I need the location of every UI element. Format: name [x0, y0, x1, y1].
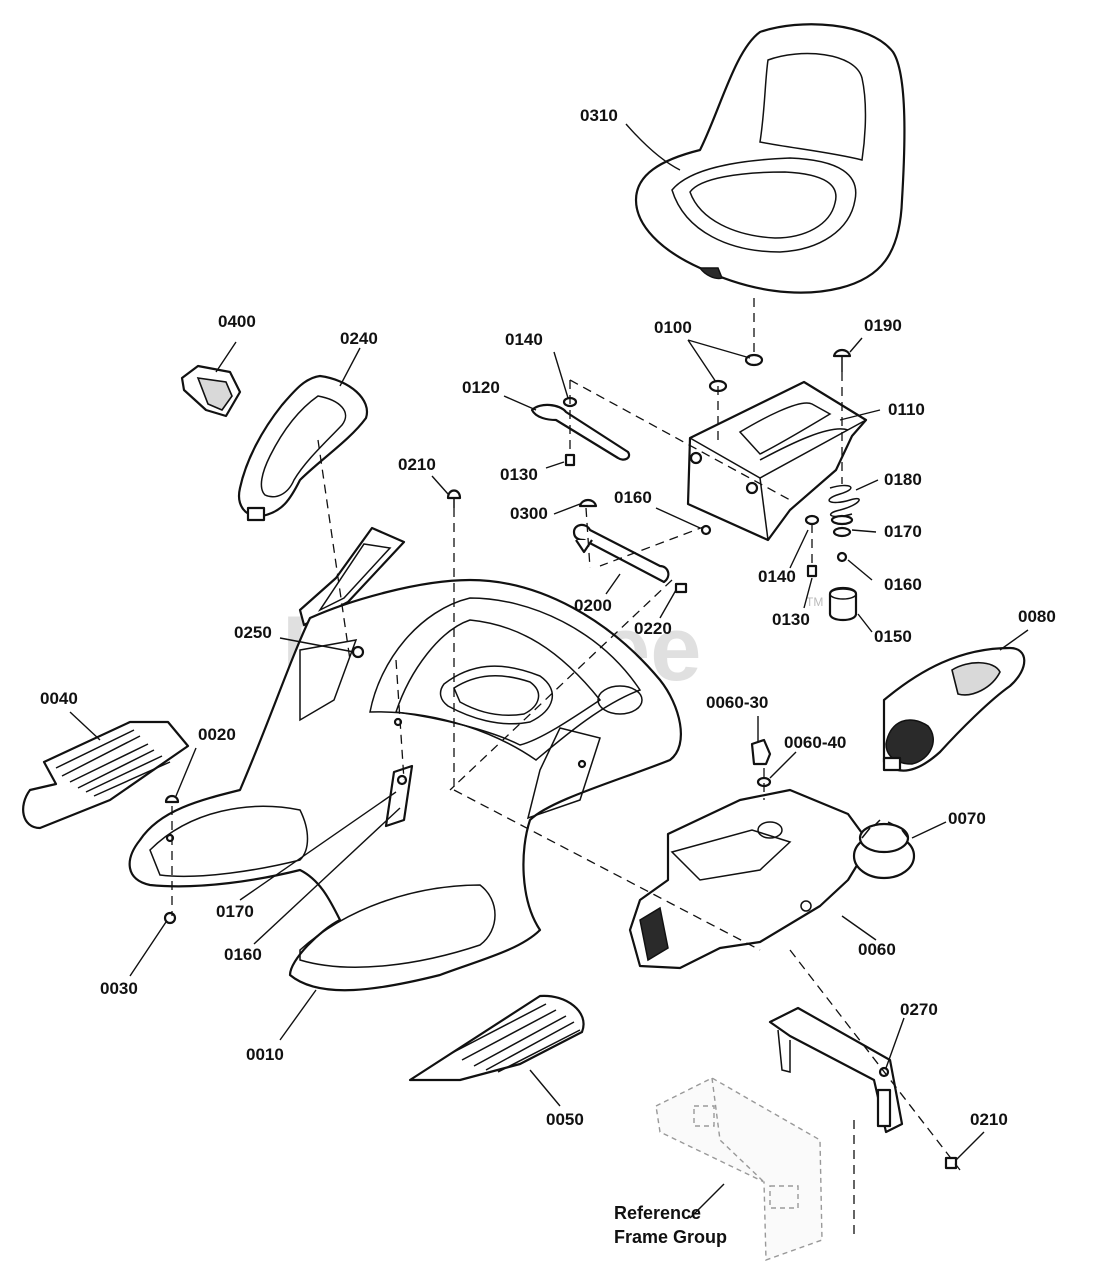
bolt-0250 — [351, 645, 365, 659]
label-0300: 0300 — [510, 504, 548, 523]
strap-0120[interactable] — [530, 403, 631, 461]
bolt-0210b — [944, 1156, 958, 1170]
nut-0160a — [836, 551, 848, 563]
washer-0100a — [744, 353, 764, 367]
label-0150: 0150 — [874, 627, 912, 646]
label-0140a: 0140 — [505, 330, 543, 349]
washer-0170 — [832, 526, 852, 538]
label-0210a: 0210 — [398, 455, 436, 474]
label-0310: 0310 — [580, 106, 618, 125]
foot-plate-0050[interactable] — [408, 994, 585, 1082]
spring-0180 — [828, 484, 860, 526]
label-0140b: 0140 — [758, 567, 796, 586]
label-0180: 0180 — [884, 470, 922, 489]
label-0210b: 0210 — [970, 1110, 1008, 1129]
label-0160c: 0160 — [224, 945, 262, 964]
watermark-tm: TM — [806, 595, 823, 609]
label-0170b: 0170 — [216, 902, 254, 921]
label-reference-line2: Frame Group — [614, 1227, 727, 1247]
washer-0140b — [804, 514, 820, 526]
bolt-0190 — [832, 348, 852, 372]
label-0200: 0200 — [574, 596, 612, 615]
bracket-0200[interactable] — [572, 523, 670, 584]
label-0050: 0050 — [546, 1110, 584, 1129]
label-0400: 0400 — [218, 312, 256, 331]
bolt-0130a — [564, 453, 576, 467]
label-0130a: 0130 — [500, 465, 538, 484]
seat-part[interactable] — [634, 23, 906, 294]
bolt-0020 — [164, 794, 180, 804]
label-0110: 0110 — [888, 400, 925, 419]
label-0060: 0060 — [858, 940, 896, 959]
bolt-0220 — [674, 582, 688, 594]
bolt-0210a — [446, 489, 462, 508]
label-reference-line1: Reference — [614, 1203, 701, 1223]
label-0020: 0020 — [198, 725, 236, 744]
label-0060-30: 0060-30 — [706, 693, 768, 712]
bumper-0150 — [828, 586, 858, 622]
cover-0400-part[interactable] — [180, 364, 242, 418]
label-0130b: 0130 — [772, 610, 810, 629]
assembly-lines — [171, 298, 961, 1234]
bracket-0170-0160 — [384, 764, 414, 828]
reference-frame-ghost — [655, 1077, 823, 1261]
bolt-0130b — [806, 564, 818, 578]
label-0240: 0240 — [340, 329, 378, 348]
seat-pan-part[interactable] — [686, 380, 868, 542]
label-0010: 0010 — [246, 1045, 284, 1064]
label-0160a: 0160 — [884, 575, 922, 594]
console-0080[interactable] — [882, 646, 1026, 772]
fuel-tank-0060[interactable] — [628, 788, 872, 970]
label-0120: 0120 — [462, 378, 500, 397]
label-0190: 0190 — [864, 316, 902, 335]
nut-0030 — [163, 911, 177, 925]
leader-lines — [69, 123, 1029, 1219]
fender-bracket-part — [298, 526, 406, 627]
part-labels: 0310 0400 0240 0140 0120 0130 0100 0190 … — [40, 106, 1056, 1247]
foot-plate-0040[interactable] — [22, 720, 190, 830]
label-0100: 0100 — [654, 318, 692, 337]
label-0080: 0080 — [1018, 607, 1056, 626]
pin-0300 — [578, 498, 598, 508]
fuel-cap-0070[interactable] — [852, 819, 916, 880]
label-0070: 0070 — [948, 809, 986, 828]
fitting-0060-30 — [750, 738, 772, 766]
label-0250: 0250 — [234, 623, 272, 642]
cover-0240-part[interactable] — [238, 374, 369, 522]
label-0060-40: 0060-40 — [784, 733, 846, 752]
label-0220: 0220 — [634, 619, 672, 638]
label-0160b: 0160 — [614, 488, 652, 507]
label-0270: 0270 — [900, 1000, 938, 1019]
label-0030: 0030 — [100, 979, 138, 998]
label-0040: 0040 — [40, 689, 78, 708]
label-0170a: 0170 — [884, 522, 922, 541]
